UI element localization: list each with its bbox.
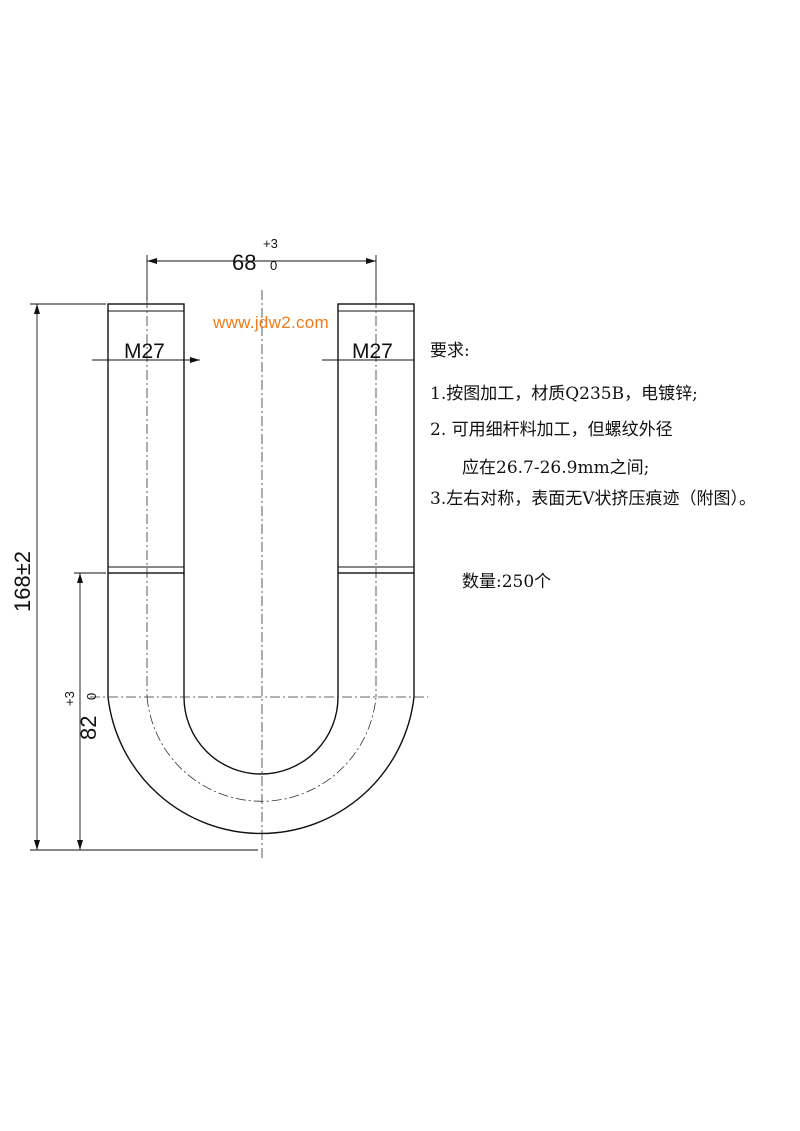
- requirement-item-3: 3.左右对称，表面无V状挤压痕迹（附图）。: [430, 489, 756, 509]
- dim-bend-height-value: 82: [76, 716, 101, 740]
- requirement-item-2-cont: 应在26.7-26.9mm之间;: [462, 458, 650, 478]
- left-thread-leg: [107, 303, 185, 574]
- requirements-heading: 要求:: [430, 341, 470, 361]
- dim-top-width-tol-upper: +3: [263, 236, 278, 251]
- u-bolt-outer-outline: [107, 573, 415, 835]
- thread-label-right: M27: [352, 340, 393, 363]
- dim-top-width-value: 68: [232, 250, 256, 275]
- dim-overall-height: [30, 303, 258, 851]
- quantity-note: 数量:250个: [462, 572, 552, 592]
- dim-overall-height-value: 168±2: [10, 551, 35, 612]
- requirement-item-2: 2. 可用细杆料加工，但螺纹外径: [430, 420, 673, 440]
- dim-top-width-tol-lower: 0: [270, 258, 277, 273]
- requirement-item-1: 1.按图加工，材质Q235B，电镀锌;: [430, 384, 698, 404]
- dim-bend-height: [74, 572, 106, 850]
- dim-bend-height-tol-upper: +3: [62, 691, 77, 706]
- dim-bend-height-tol-lower: 0: [84, 693, 99, 700]
- watermark: www.jdw2.com: [213, 313, 330, 332]
- dim-top-width: [146, 255, 377, 300]
- u-bolt-inner-outline: [183, 573, 339, 775]
- centerlines: [90, 290, 428, 860]
- thread-label-left: M27: [124, 340, 165, 363]
